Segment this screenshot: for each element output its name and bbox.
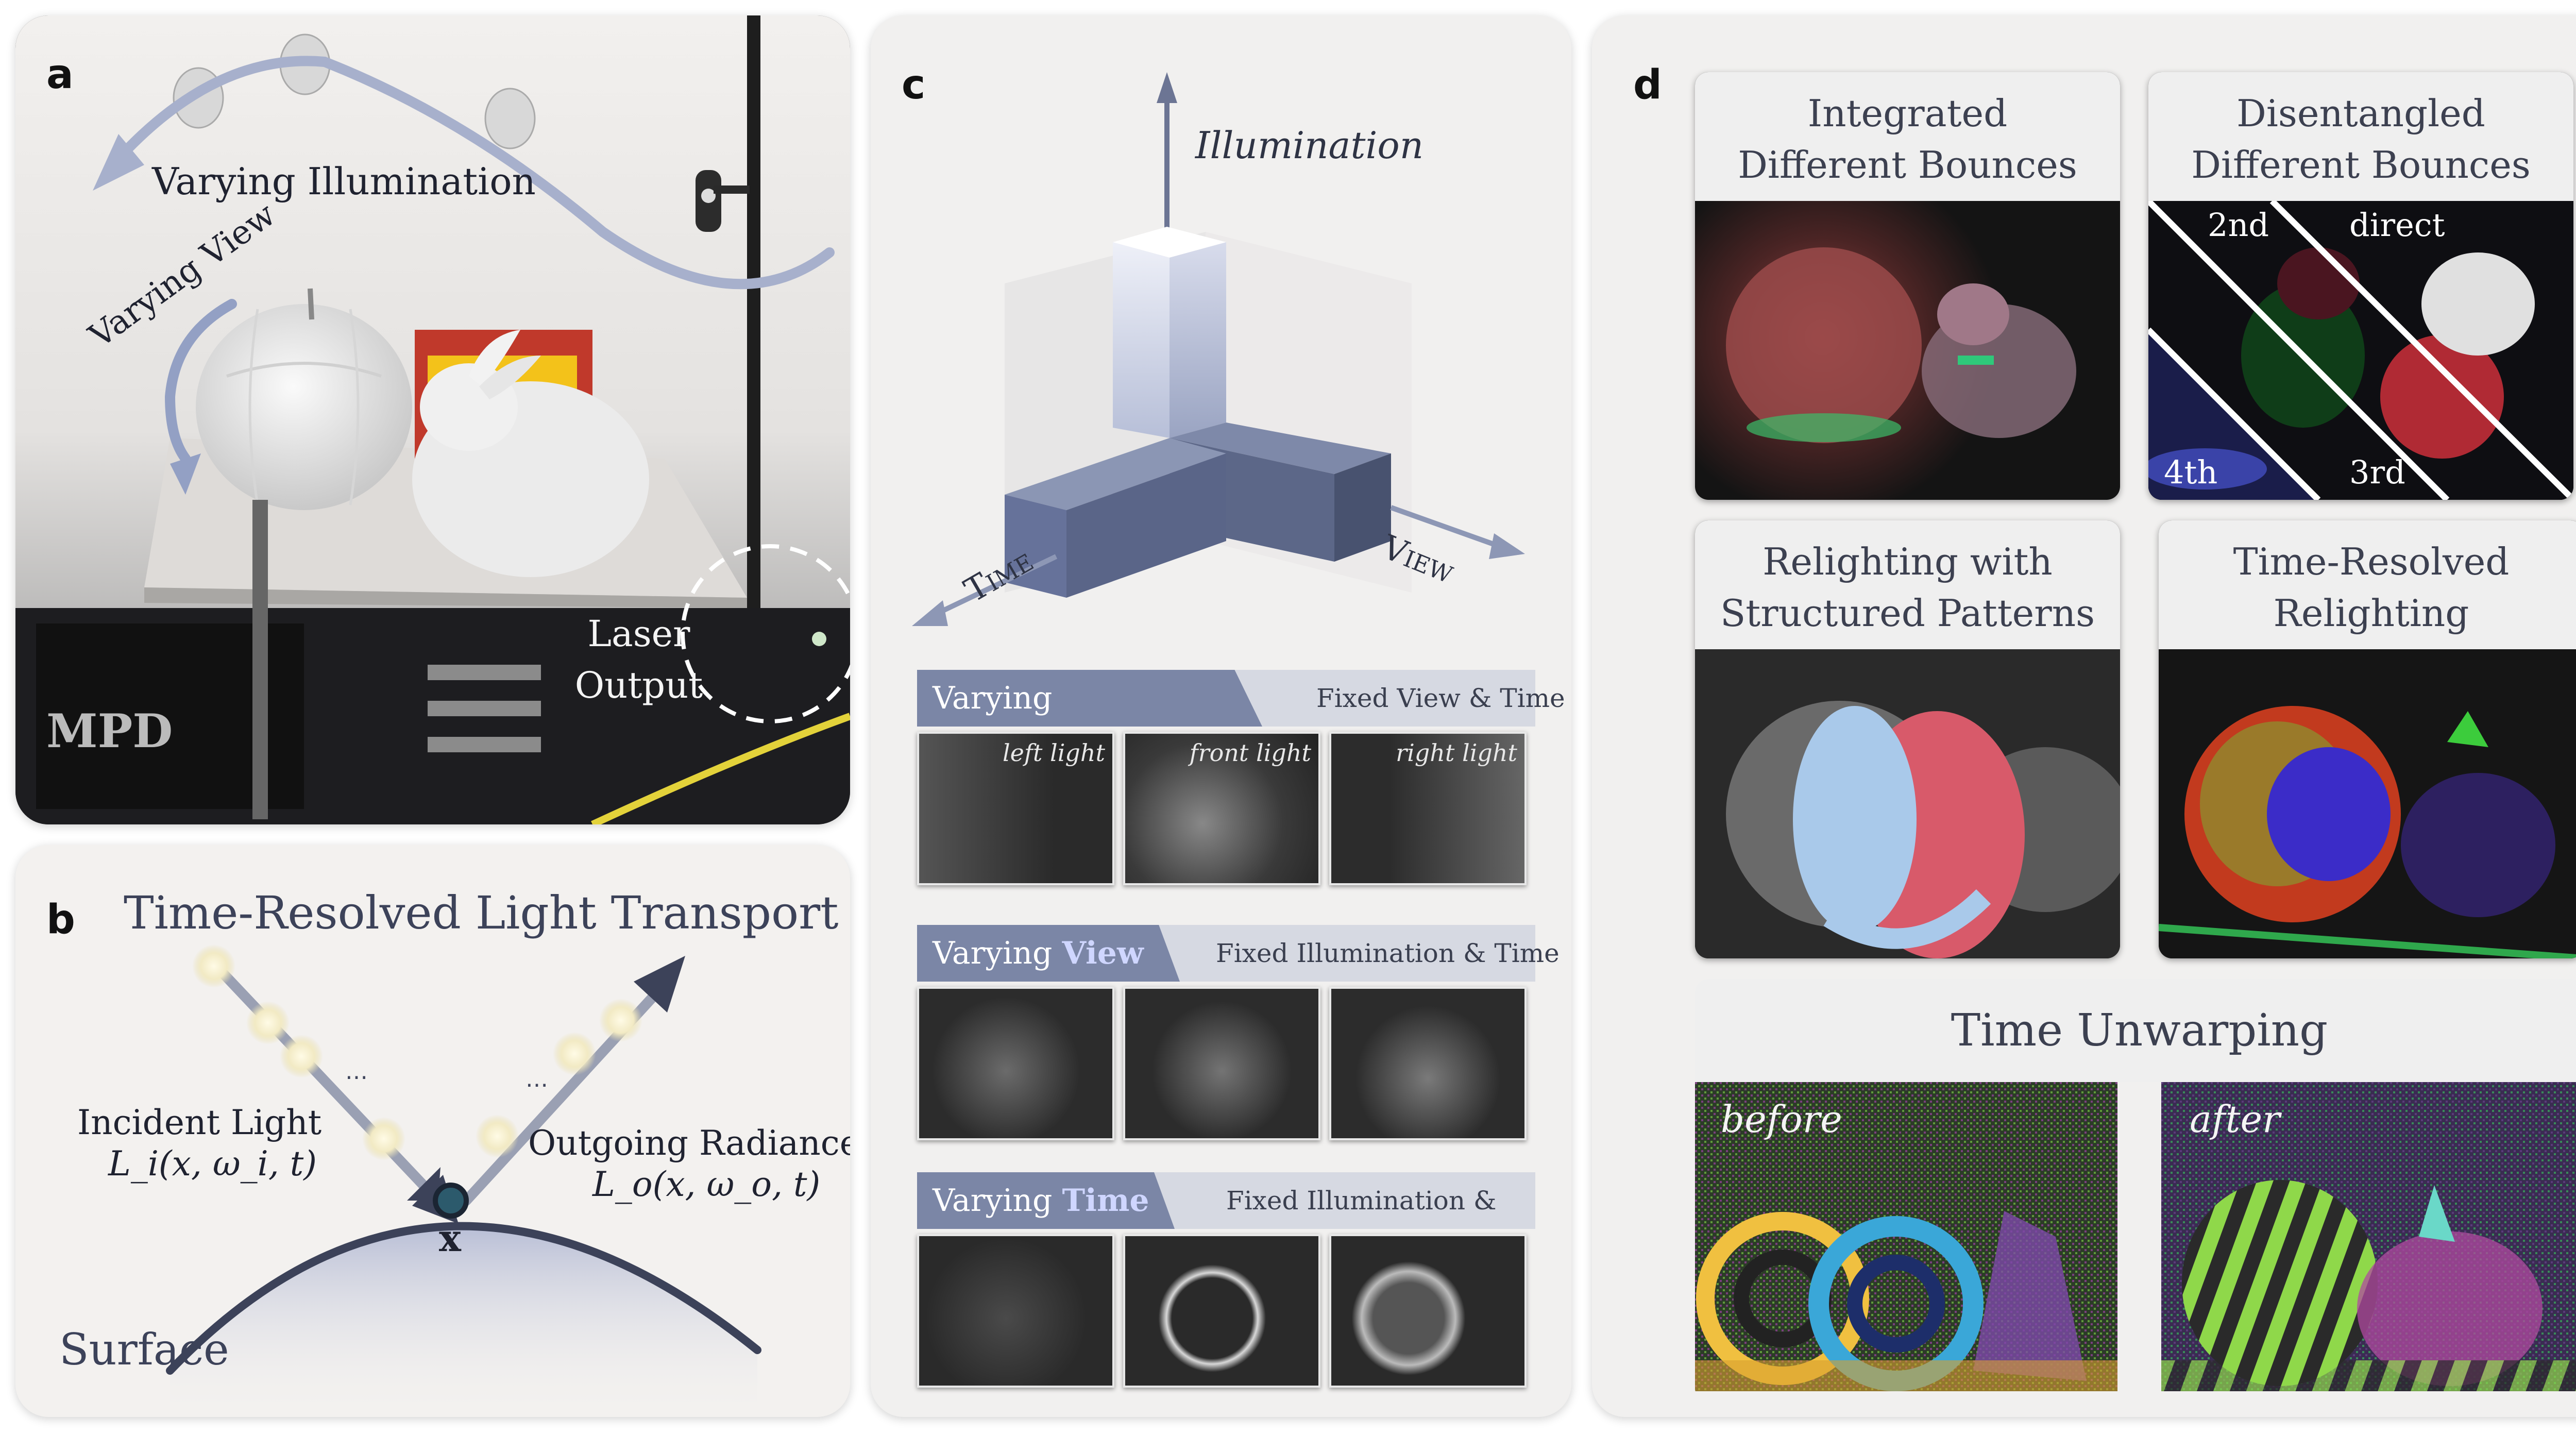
card-title-line: Relighting with xyxy=(1762,540,2053,583)
point-x-label: x xyxy=(439,1216,461,1260)
card-time-unwarping: Time Unwarping xyxy=(1695,979,2576,1402)
strip-label: Varying Illumination xyxy=(917,670,1262,727)
surface-label: Surface xyxy=(59,1324,229,1375)
photon-icon xyxy=(280,1035,323,1078)
card-header: Disentangled Different Bounces xyxy=(2148,72,2573,201)
light-transport-diagram: ⋯ ⋯ xyxy=(166,944,761,1417)
bounce-label-direct: direct xyxy=(2349,206,2445,244)
surface-curve xyxy=(166,1222,761,1375)
thumb-front-light: front light xyxy=(1123,732,1320,885)
svg-text:⋯: ⋯ xyxy=(345,1064,368,1090)
photon-icon xyxy=(246,1001,290,1044)
surface-point-marker xyxy=(433,1183,469,1219)
light-bulb-icon xyxy=(484,88,536,149)
card-header: Time-Resolved Relighting xyxy=(2159,520,2576,649)
svg-text:MPD: MPD xyxy=(46,704,173,758)
axis-illumination-label: Illumination xyxy=(1195,124,1424,167)
thumb-time-1 xyxy=(917,1234,1114,1388)
strip-highlight: Time xyxy=(1062,1183,1149,1219)
card-header: Integrated Different Bounces xyxy=(1695,72,2120,201)
card-title-line: Relighting xyxy=(2273,592,2469,635)
incident-light-label: Incident Light xyxy=(77,1103,322,1142)
strip-fixed-label: Fixed View & Time xyxy=(1316,683,1565,713)
strip-varying-time: Varying Time Fixed Illumination & View xyxy=(917,1172,1566,1272)
thumb-label: left light xyxy=(1002,739,1105,767)
card-title-line: Structured Patterns xyxy=(1720,592,2095,635)
unwarping-after-render xyxy=(2161,1082,2576,1391)
panel-letter: a xyxy=(46,52,74,98)
panel-d: d Integrated Different Bounces Disentang… xyxy=(1592,15,2576,1417)
view-axis-arrow xyxy=(1489,533,1525,559)
integrated-render xyxy=(1726,247,2076,443)
unwarping-before-label: before xyxy=(1721,1098,1842,1141)
card-title-line: Integrated xyxy=(1807,92,2008,135)
thumb-label: front light xyxy=(1189,739,1311,767)
varying-view-arrow xyxy=(164,299,237,464)
thumb-view-2 xyxy=(1123,987,1320,1140)
panel-letter: c xyxy=(902,62,926,108)
card-title-line: Different Bounces xyxy=(2191,143,2531,187)
strip-highlight: View xyxy=(1062,935,1144,971)
laser-output-marker xyxy=(681,544,850,723)
card-header: Relighting with Structured Patterns xyxy=(1695,520,2120,649)
unwarping-after-label: after xyxy=(2190,1098,2280,1141)
strip-label: Varying View xyxy=(917,925,1180,982)
thumb-view-1 xyxy=(917,987,1114,1140)
lab-setup-illustration: MPD xyxy=(15,15,850,824)
outgoing-formula: L_o(x, ω_o, t) xyxy=(592,1165,821,1204)
strip-prefix: Varying xyxy=(933,935,1053,971)
panel-letter: b xyxy=(46,897,75,943)
card-header: Time Unwarping xyxy=(1695,979,2576,1082)
strip-prefix: Varying xyxy=(933,1183,1053,1219)
photon-icon xyxy=(476,1115,519,1158)
bounce-label-4th: 4th xyxy=(2164,453,2218,491)
bounce-label-2nd: 2nd xyxy=(2208,206,2269,244)
card-integrated-bounces: Integrated Different Bounces xyxy=(1695,72,2120,500)
varying-illumination-label: Varying Illumination xyxy=(152,160,536,203)
apple-object xyxy=(196,304,412,510)
thumb-label: right light xyxy=(1396,739,1517,767)
card-title-line: Time-Resolved xyxy=(2233,540,2510,583)
photon-icon xyxy=(553,1032,596,1075)
strip-label: Varying Time xyxy=(917,1172,1175,1229)
card-disentangled-bounces: Disentangled Different Bounces 2nd direc… xyxy=(2148,72,2573,500)
photon-icon xyxy=(362,1117,405,1160)
card-structured-patterns: Relighting with Structured Patterns xyxy=(1695,520,2120,958)
strip-varying-view: Varying View Fixed Illumination & Time xyxy=(917,925,1566,982)
svg-text:⋯: ⋯ xyxy=(526,1072,548,1098)
thumb-time-2 xyxy=(1123,1234,1320,1388)
structured-render xyxy=(1695,649,2120,958)
panel-b-title: Time-Resolved Light Transport xyxy=(124,886,839,939)
axis-cube-diagram xyxy=(912,72,1525,626)
panel-c: c Illumination Time View Varying Illumin… xyxy=(871,15,1571,1417)
panel-letter: d xyxy=(1633,62,1662,108)
strip-fixed-label: Fixed Illumination & Time xyxy=(1216,938,1560,968)
thumb-time-3 xyxy=(1329,1234,1527,1388)
photon-icon xyxy=(599,999,642,1042)
bounce-label-3rd: 3rd xyxy=(2349,453,2405,491)
strip-varying-illumination: Varying Illumination Fixed View & Time xyxy=(917,670,1566,727)
time-axis-arrow xyxy=(912,600,948,626)
card-time-resolved-relighting: Time-Resolved Relighting xyxy=(2159,520,2576,958)
panel-a: MPD a Varying Illumination Varying View … xyxy=(15,15,850,824)
thumb-view-3 xyxy=(1329,987,1527,1140)
varying-illumination-arrow xyxy=(103,56,835,290)
outgoing-radiance-label: Outgoing Radiance xyxy=(528,1123,850,1163)
panel-b: ⋯ ⋯ b Time-Resolved Light Transport Inci… xyxy=(15,845,850,1417)
disentangled-render xyxy=(2148,201,2573,500)
incident-light-ray xyxy=(209,958,443,1206)
photon-icon xyxy=(192,944,235,988)
card-title-line: Different Bounces xyxy=(1738,143,2077,187)
unwarping-before-render xyxy=(1695,1082,2117,1391)
strip-prefix: Varying xyxy=(933,680,1053,716)
laser-output-label: Laser Output xyxy=(574,613,703,706)
incident-formula: L_i(x, ω_i, t) xyxy=(108,1144,317,1184)
illumination-axis-arrow xyxy=(1157,72,1177,103)
thumb-right-light: right light xyxy=(1329,732,1527,885)
strip-fixed-label: Fixed Illumination & View xyxy=(1226,1186,1497,1272)
time-resolved-render xyxy=(2159,649,2576,958)
card-title-line: Disentangled xyxy=(2236,92,2485,135)
thumb-left-light: left light xyxy=(917,732,1114,885)
